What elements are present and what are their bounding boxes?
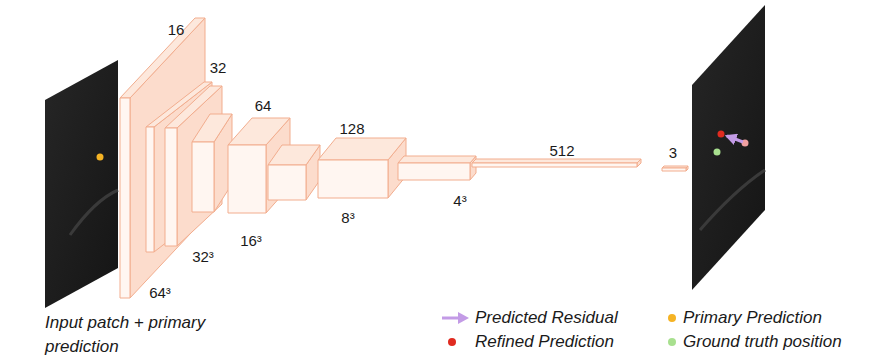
spatial-size: 32³ — [192, 248, 214, 265]
legend-arrow — [440, 311, 470, 325]
layer-face — [165, 128, 177, 246]
output-count: 3 — [669, 144, 677, 161]
spatial-size: 8³ — [341, 209, 354, 226]
legend-item: Ground truth position — [683, 331, 842, 353]
channel-count: 16 — [168, 21, 185, 38]
layer-face — [472, 159, 641, 163]
legend-item: Primary Prediction — [683, 307, 822, 329]
output-panel — [692, 5, 765, 290]
input-caption: Input patch + primary prediction — [45, 311, 223, 359]
layer-face — [192, 114, 232, 142]
channel-count: 64 — [255, 97, 272, 114]
layer-face — [662, 168, 686, 171]
legend-item: Predicted Residual — [475, 307, 618, 329]
channel-count: 32 — [210, 59, 227, 76]
layer-face — [318, 138, 406, 160]
layer-blocks — [120, 18, 688, 298]
legend-text: Refined Prediction — [475, 332, 614, 351]
layer-face — [318, 160, 388, 198]
legend-text: Primary Prediction — [683, 308, 822, 327]
layer-face — [192, 142, 214, 212]
layer-face — [472, 163, 637, 167]
legend-dot — [448, 338, 456, 346]
ground-truth-dot — [714, 149, 721, 156]
layer-face — [268, 145, 320, 165]
layer-face — [398, 163, 470, 180]
spatial-size: 64³ — [149, 284, 171, 301]
layer-face — [120, 18, 205, 98]
input-texture — [70, 190, 118, 235]
layer-face — [228, 118, 290, 145]
spatial-size: 16³ — [240, 232, 262, 249]
input-panel — [45, 60, 118, 308]
legend-dot — [668, 338, 676, 346]
legend-text: Predicted Residual — [475, 308, 618, 327]
arrow-head — [458, 312, 469, 324]
output-texture — [700, 170, 765, 230]
refined-dot — [718, 131, 725, 138]
layer-face — [228, 145, 266, 213]
unit-count: 512 — [549, 142, 574, 159]
spatial-size: 4³ — [453, 192, 466, 209]
layer-face — [268, 165, 306, 200]
legend-item: Refined Prediction — [475, 331, 614, 353]
layer-face — [120, 98, 130, 298]
layer-face — [398, 156, 476, 163]
legend-dot — [668, 314, 676, 322]
arrow-shaft — [442, 317, 460, 320]
layer-face — [146, 127, 154, 252]
residual-arrow — [727, 136, 743, 142]
legend-text: Ground truth position — [683, 332, 842, 351]
primary-dot — [97, 154, 104, 161]
channel-count: 128 — [339, 120, 364, 137]
